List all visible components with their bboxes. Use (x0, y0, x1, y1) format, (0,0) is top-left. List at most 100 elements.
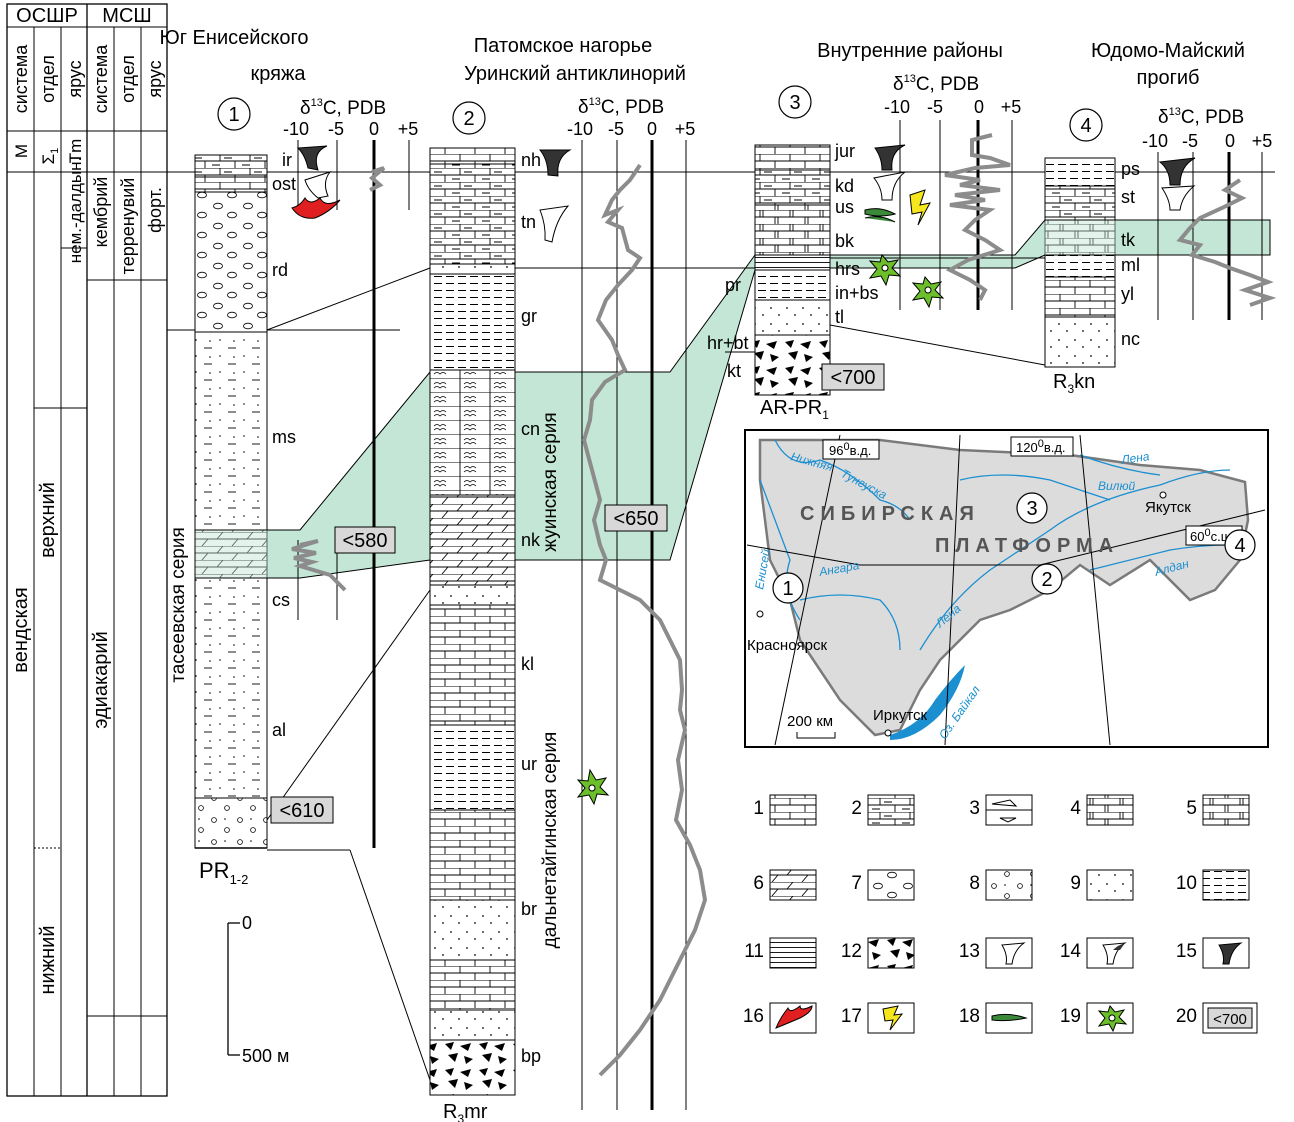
meridian-120: 1200в.д. (1016, 438, 1066, 455)
code-m1: Σ1 (39, 148, 61, 165)
fossil-13d-icon (1161, 185, 1196, 211)
unit-tk: tk (1121, 230, 1136, 250)
legend-num-4: 4 (1070, 798, 1081, 819)
correlation-lines-2 (266, 257, 1046, 1081)
base-col4: R3kn (1053, 371, 1095, 396)
code-tm: Tm (66, 139, 85, 164)
unit-st: st (1121, 187, 1135, 207)
iso-header-1: δ13C, PDB (300, 97, 386, 119)
city-irkutsk: Иркутск (873, 707, 928, 724)
legend-num-15: 15 (1176, 941, 1197, 962)
header-mssh: МСШ (102, 5, 151, 27)
region-2-title-1: Патомское нагорье (474, 35, 652, 57)
column-4 (1044, 157, 1116, 368)
iso-tick-4c: 0 (1225, 131, 1235, 151)
graticule (746, 434, 1266, 746)
fossil-13-icon (304, 171, 332, 199)
iso-tick-1b: -5 (328, 119, 344, 139)
iso-tick-1a: -10 (283, 119, 309, 139)
region-2-title-2: Уринский антиклинорий (464, 63, 686, 85)
label-kembriy: кембрий (91, 177, 111, 248)
meridian-96: 960в.д. (829, 441, 871, 458)
base-col1: PR1-2 (199, 858, 248, 887)
legend-item-12 (867, 937, 915, 969)
legend-num-2: 2 (851, 798, 862, 819)
region-2-marker (452, 101, 486, 135)
fossil-13b-icon (539, 205, 570, 243)
map-scale-bar (796, 732, 836, 739)
iso-curve-1b (291, 539, 347, 592)
unit-tl: tl (835, 307, 844, 327)
unit-kd: kd (835, 176, 854, 196)
legend-item-1 (769, 794, 817, 826)
legend-item-2 (867, 794, 915, 826)
legend-num-11: 11 (744, 941, 764, 962)
unit-kt: kt (727, 361, 741, 381)
unit-cn: cn (521, 419, 540, 439)
iso-tick-1c: 0 (369, 119, 379, 139)
unit-cs: cs (272, 590, 290, 610)
city-krasnoyarsk: Красноярск (747, 637, 828, 654)
unit-bk: bk (835, 231, 855, 251)
legend-yellow-icon (882, 1005, 904, 1031)
unit-us: us (835, 197, 854, 217)
iso-tick-2b: -5 (608, 119, 624, 139)
legend-num-7: 7 (851, 873, 862, 894)
region-3-title: Внутренние районы (817, 40, 1003, 62)
base-col2: R3mr (443, 1101, 488, 1122)
iso-tick-3b: -5 (927, 97, 943, 117)
legend-fossil-14-icon (1113, 943, 1125, 950)
legend-num-12: 12 (841, 941, 862, 962)
age-700: <700 (830, 367, 875, 389)
map-site-3-label: 3 (1026, 498, 1037, 520)
unit-in-bs: in+bs (835, 283, 879, 303)
platform-label-1: СИБИРСКАЯ (800, 503, 980, 525)
region-4-number: 4 (1080, 115, 1091, 137)
unit-nc: nc (1121, 329, 1140, 349)
unit-bp: bp (521, 1046, 541, 1066)
unit-rd: rd (272, 260, 288, 280)
age-box-610 (270, 796, 334, 824)
iso-axes-3 (899, 120, 1013, 310)
age-610: <610 (279, 800, 324, 822)
legend-item-9 (1086, 869, 1134, 901)
region-4-title-1: Юдомо-Майский (1091, 40, 1245, 62)
iso-axes-2 (581, 140, 687, 1110)
scale-0: 0 (242, 913, 252, 933)
iso-tick-3d: +5 (1001, 97, 1022, 117)
unit-ml: ml (1121, 255, 1140, 275)
label-ediakariy: эдиакарий (90, 631, 112, 729)
region-3-number: 3 (789, 92, 800, 114)
unit-ur: ur (521, 754, 537, 774)
city-yakutsk: Якутск (1145, 499, 1191, 516)
fossil-15d-icon (1158, 157, 1196, 186)
unit-ost: ost (272, 174, 296, 194)
iso-header-3: δ13C, PDB (893, 73, 979, 95)
yellow-fossil-icon (909, 189, 931, 226)
iso-tick-4a: -10 (1142, 131, 1168, 151)
label-terrenuviy: терренувий (118, 178, 138, 275)
scale-500: 500 м (242, 1046, 289, 1066)
fossil-15b-icon (538, 149, 572, 177)
unit-yl: yl (1121, 284, 1134, 304)
map-site-2-label: 2 (1041, 569, 1052, 591)
thickness-scale (227, 922, 240, 1056)
iso-tick-4b: -5 (1182, 131, 1198, 151)
unit-ir: ir (282, 150, 292, 170)
col-sistema-2: система (91, 44, 111, 113)
legend-num-17: 17 (841, 1006, 862, 1027)
unit-pr: pr (725, 275, 741, 295)
legend-num-5: 5 (1186, 798, 1197, 819)
legend-fossil-15-icon (1218, 942, 1243, 965)
chronostratigraphic-scale: ОСШР МСШ система отдел ярус система отде… (6, 3, 168, 1097)
unit-nk: nk (521, 530, 541, 550)
region-1-title-2: кряжа (251, 63, 307, 85)
legend-fossil-13-icon (1001, 942, 1026, 965)
map-site-4-label: 4 (1234, 535, 1245, 557)
unit-kl: kl (521, 654, 534, 674)
region-4-marker (1069, 108, 1103, 142)
legend-worm-icon (991, 1013, 1028, 1022)
label-nem-daldyn: нем.-далдын. (66, 157, 85, 263)
unit-hr-bt: hr+bt (707, 333, 749, 353)
